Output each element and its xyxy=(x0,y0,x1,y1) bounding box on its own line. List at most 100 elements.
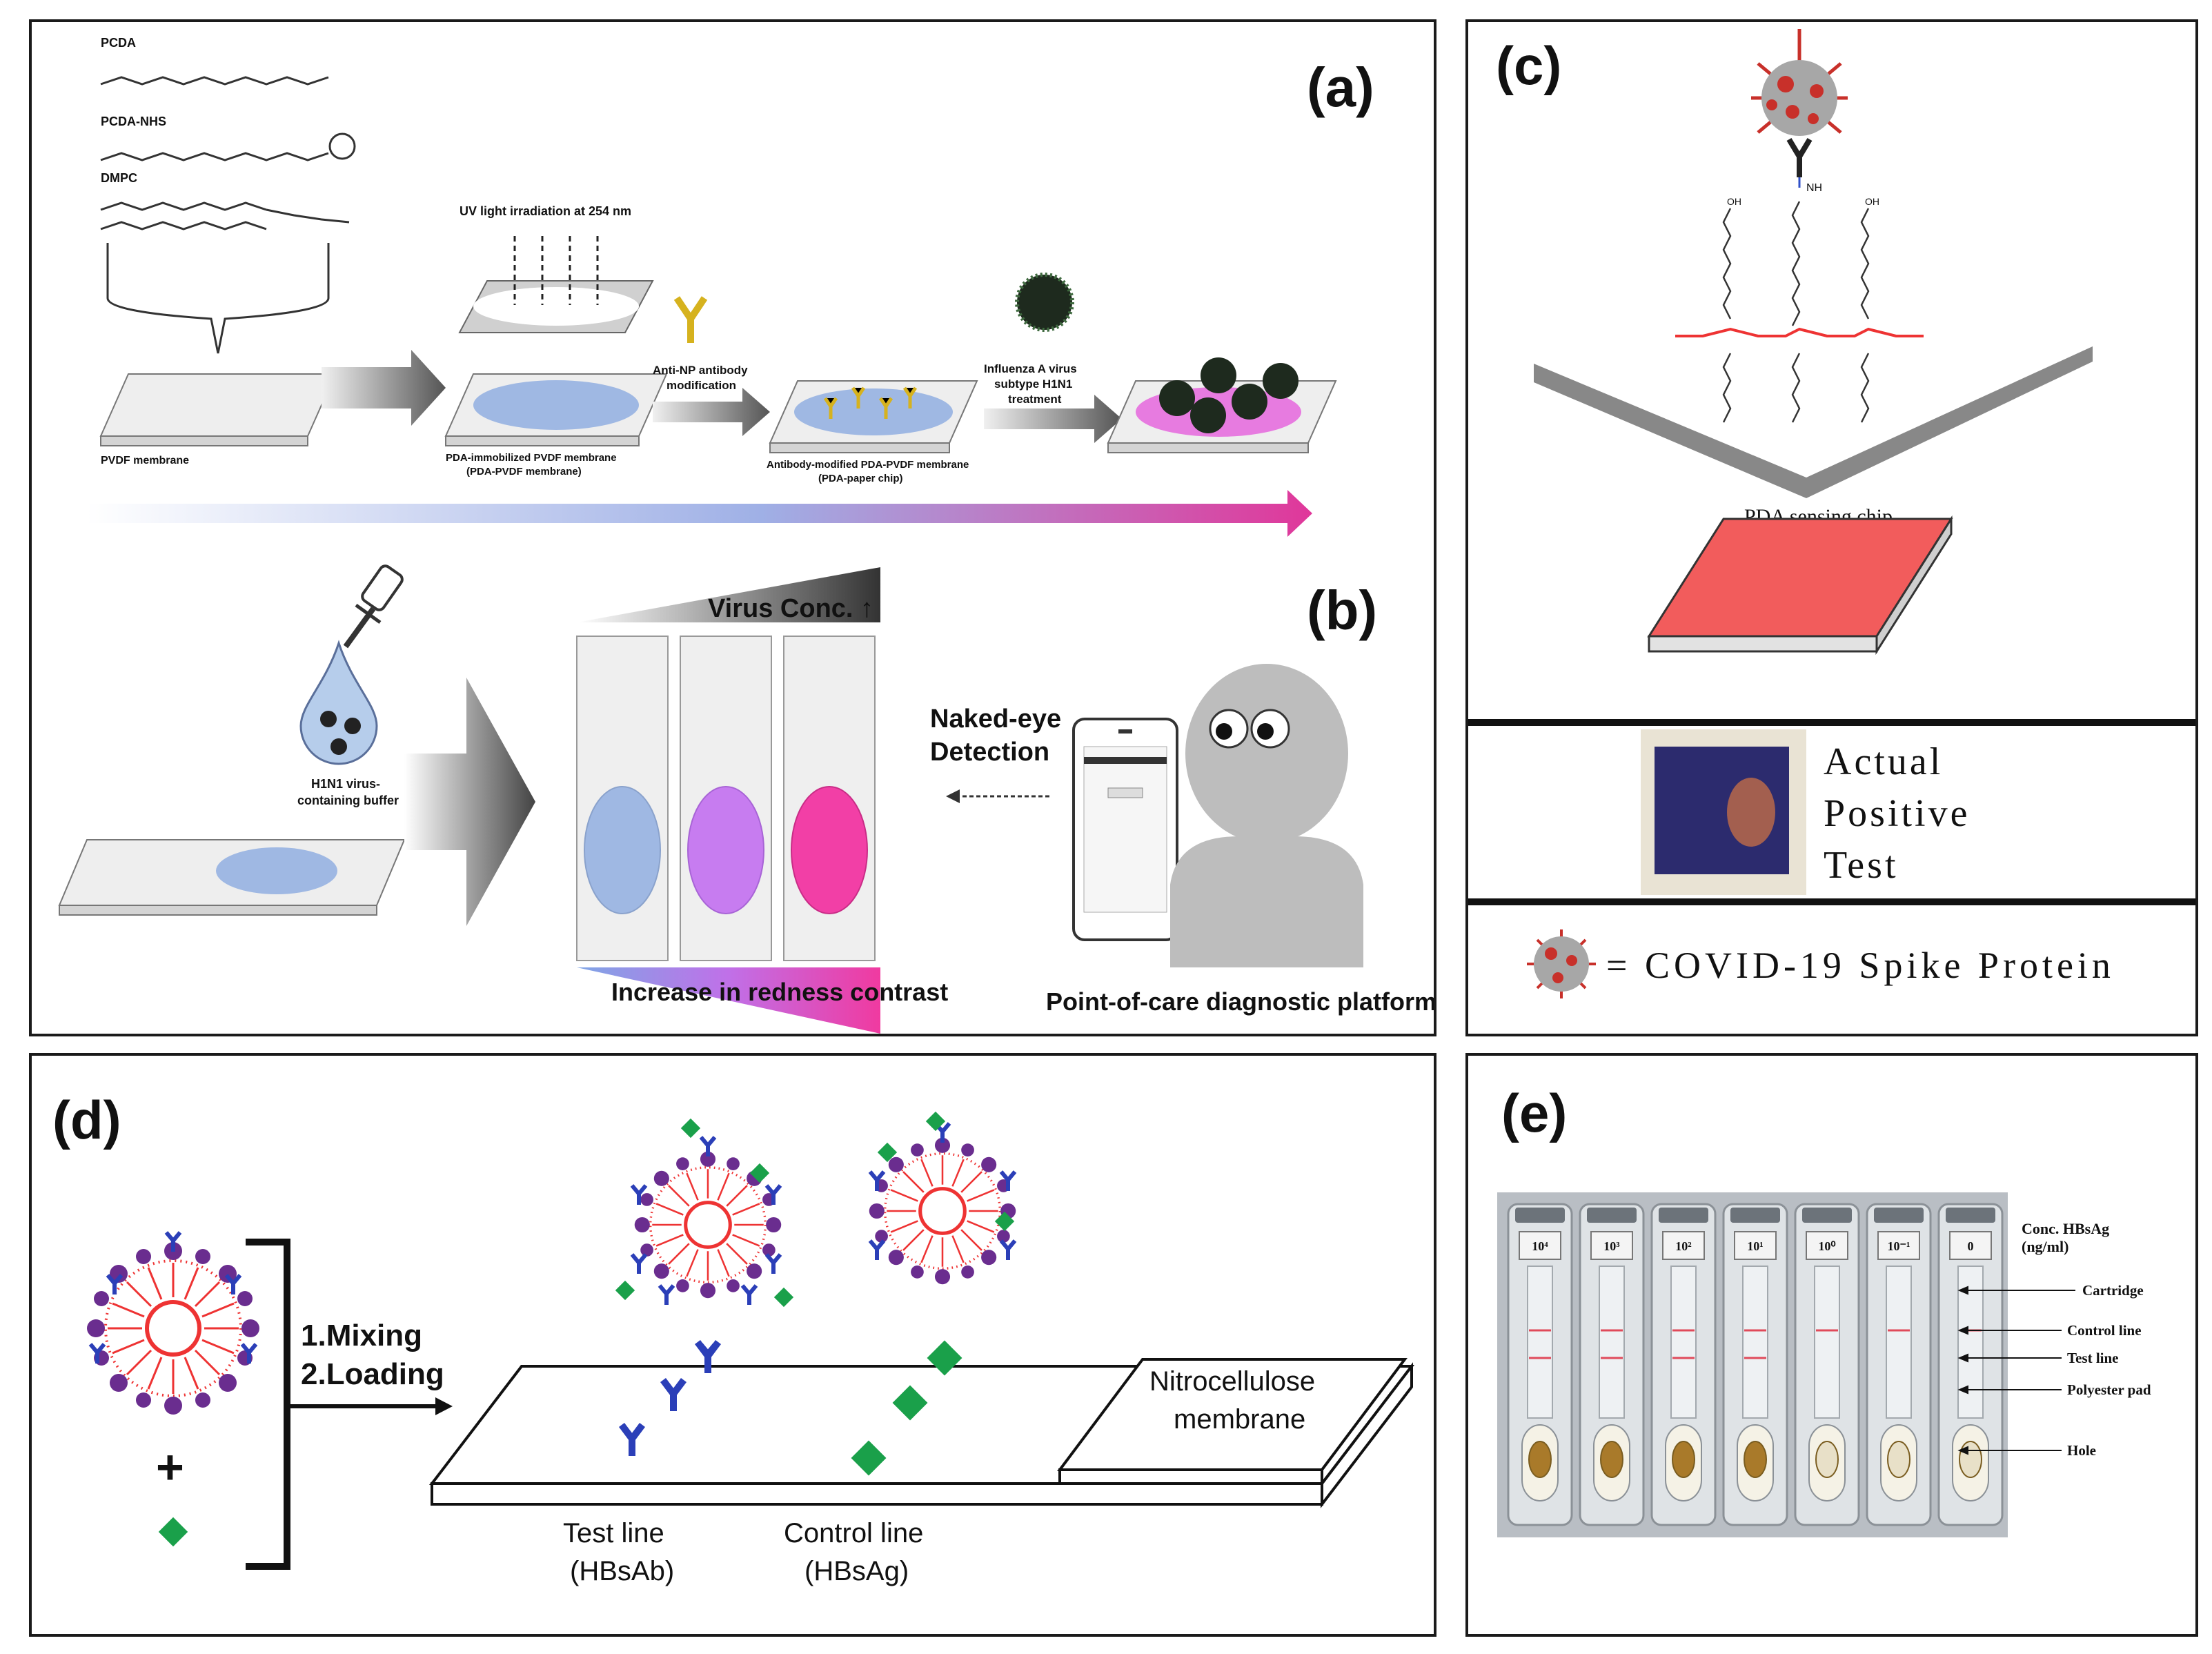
lipid-pcda-nhs-label: PCDA-NHS xyxy=(101,115,166,128)
panel-c-diagram: (c) NH OH OH PDA sensing chip xyxy=(1468,29,2195,998)
buffer-label-2: containing buffer xyxy=(297,794,399,807)
coronavirus-icon xyxy=(1751,29,1848,136)
cartridge-concentration-label: 10² xyxy=(1675,1239,1691,1253)
part-cartridge-label: Cartridge xyxy=(2082,1282,2144,1299)
nitrocellulose-label-1: Nitrocellulose xyxy=(1149,1366,1315,1397)
spike-protein-legend-icon xyxy=(1527,929,1596,998)
cartridge: 10⁴ xyxy=(1507,1203,1573,1526)
cartridge: 0 xyxy=(1937,1203,2004,1526)
redness-label: Increase in redness contrast xyxy=(611,978,948,1006)
panel-c-label: (c) xyxy=(1496,35,1561,96)
bracket xyxy=(246,1239,290,1570)
cartridge: 10² xyxy=(1650,1203,1717,1526)
test-line-label-1: Test line xyxy=(563,1518,664,1548)
antibody-membrane-label-1: Antibody-modified PDA-PVDF membrane xyxy=(767,459,969,471)
buffer-drop-icon xyxy=(299,640,378,765)
smartphone-icon xyxy=(1072,718,1178,941)
control-line-label-2: (HBsAg) xyxy=(804,1556,909,1586)
part-hole-label: Hole xyxy=(2067,1442,2096,1459)
antibodies xyxy=(632,1123,1015,1363)
liposome-control-line xyxy=(869,1138,1016,1285)
test-line-antibody-1 xyxy=(660,1378,687,1411)
cartridge-concentration-label: 10³ xyxy=(1603,1239,1620,1253)
step-arrow-2 xyxy=(653,388,770,436)
pvdf-membrane: PVDF membrane xyxy=(99,373,337,466)
cartridge-concentration-label: 10⁴ xyxy=(1532,1239,1548,1253)
part-control-line-label: Control line xyxy=(2067,1322,2142,1339)
pvdf-membrane-label: PVDF membrane xyxy=(101,455,189,466)
control-line-label-1: Control line xyxy=(784,1518,923,1548)
pda-sensing-chip xyxy=(1647,515,1953,656)
cartridge: 10⁰ xyxy=(1794,1203,1860,1526)
virus-step-label-2: subtype H1N1 xyxy=(994,377,1072,391)
cartridge-concentration-label: 10¹ xyxy=(1747,1239,1763,1253)
test-line-label-2: (HBsAb) xyxy=(570,1556,674,1586)
pda-chains xyxy=(1722,201,1870,423)
conc-title-2: (ng/ml) xyxy=(2022,1238,2068,1255)
test-line-antibody-2 xyxy=(619,1423,645,1456)
buffer-label-1: H1N1 virus- xyxy=(311,777,380,791)
panel-d-diagram: (d) + 1.Mixing 2.Loading Nitrocellulose … xyxy=(52,1090,1415,1586)
cartridge-concentration-label: 10⁻¹ xyxy=(1888,1239,1910,1253)
step-arrow-3 xyxy=(984,395,1122,443)
influenza-virus-icon xyxy=(1017,275,1072,330)
virus-step-label-1: Influenza A virus xyxy=(984,362,1077,375)
legend-label: = COVID-19 Spike Protein xyxy=(1606,945,2115,986)
pda-pvdf-label-1: PDA-immobilized PVDF membrane xyxy=(446,452,617,464)
actual-label-3: Test xyxy=(1824,844,1899,887)
virus-bound-membrane xyxy=(1107,357,1337,453)
panel-e-diagram: (e) 10⁴ 10³ 10² 10¹ 10⁰ 10⁻¹ 0 Conc. HBsAg (ng… xyxy=(1497,1083,2151,1537)
conc-title-1: Conc. HBsAg xyxy=(2022,1220,2109,1237)
part-polyester-pad-label: Polyester pad xyxy=(2067,1381,2151,1398)
actual-label-1: Actual xyxy=(1824,740,1943,783)
platform-label: Point-of-care diagnostic platform xyxy=(1046,987,1434,1016)
panel-a-label: (a) xyxy=(1307,57,1374,118)
actual-label-2: Positive xyxy=(1824,792,1970,835)
lipid-structures: PCDA PCDA-NHS DMPC xyxy=(100,36,356,354)
cartridge-concentration-label: 10⁰ xyxy=(1818,1239,1835,1253)
panel-e-label: (e) xyxy=(1501,1083,1567,1143)
uv-irradiation: UV light irradiation at 254 nm xyxy=(458,204,654,333)
test-strips xyxy=(576,636,876,961)
pda-pvdf-label-2: (PDA-PVDF membrane) xyxy=(466,466,582,478)
detection-label-2: Detection xyxy=(930,738,1049,767)
step-arrow-1 xyxy=(322,350,446,426)
oh-label-1: OH xyxy=(1727,196,1741,207)
detection-label-1: Naked-eye xyxy=(930,705,1061,734)
nh-label: NH xyxy=(1806,182,1822,194)
oh-label-2: OH xyxy=(1865,196,1879,207)
antibody-step-label-1: Anti-NP antibody xyxy=(653,364,748,377)
loading-arrow-icon xyxy=(435,1397,453,1415)
panel-c: (c) NH OH OH PDA sensing chip xyxy=(1465,19,2198,1036)
panel-d: (d) + 1.Mixing 2.Loading Nitrocellulose … xyxy=(29,1053,1436,1637)
virus-step-label-3: treatment xyxy=(1008,393,1062,406)
person-icon xyxy=(1170,664,1363,967)
cartridge-row: 10⁴ 10³ 10² 10¹ 10⁰ 10⁻¹ 0 xyxy=(1507,1203,2004,1526)
panel-ab-diagram: (a) PCDA PCDA-NHS DMPC PVDF membrane UV … xyxy=(58,36,1434,1034)
plus-sign: + xyxy=(156,1440,184,1494)
panel-b-label: (b) xyxy=(1307,580,1377,641)
cartridge: 10⁻¹ xyxy=(1866,1203,1932,1526)
part-test-line-label: Test line xyxy=(2067,1350,2118,1366)
panel-e: (e) 10⁴ 10³ 10² 10¹ 10⁰ 10⁻¹ 0 Conc. HBsAg (ng… xyxy=(1465,1053,2198,1637)
cartridge: 10¹ xyxy=(1722,1203,1788,1526)
step-loading: 2.Loading xyxy=(301,1357,444,1391)
antibody-icon xyxy=(673,296,708,343)
liposome-icon xyxy=(87,1232,259,1415)
lipid-dmpc-label: DMPC xyxy=(101,171,137,185)
pda-backbone xyxy=(1675,327,1924,337)
antibody-step-label-2: modification xyxy=(666,379,736,392)
process-gradient-arrow xyxy=(87,490,1312,537)
uv-label: UV light irradiation at 254 nm xyxy=(460,204,631,218)
sensing-surface xyxy=(1534,346,2093,498)
big-process-arrow xyxy=(404,678,535,926)
nitrocellulose-label-2: membrane xyxy=(1174,1404,1305,1435)
antibody-membrane-label-2: (PDA-paper chip) xyxy=(818,473,903,484)
virus-conc-label: Virus Conc. ↑ xyxy=(708,594,873,623)
lipid-pcda-label: PCDA xyxy=(101,36,136,50)
dropper-icon xyxy=(343,564,404,649)
cartridge: 10³ xyxy=(1579,1203,1645,1526)
redness-wedge xyxy=(577,967,880,1034)
cartridge-concentration-label: 0 xyxy=(1968,1239,1974,1253)
antibody-modified-membrane: Antibody-modified PDA-PVDF membrane (PDA… xyxy=(767,380,978,484)
